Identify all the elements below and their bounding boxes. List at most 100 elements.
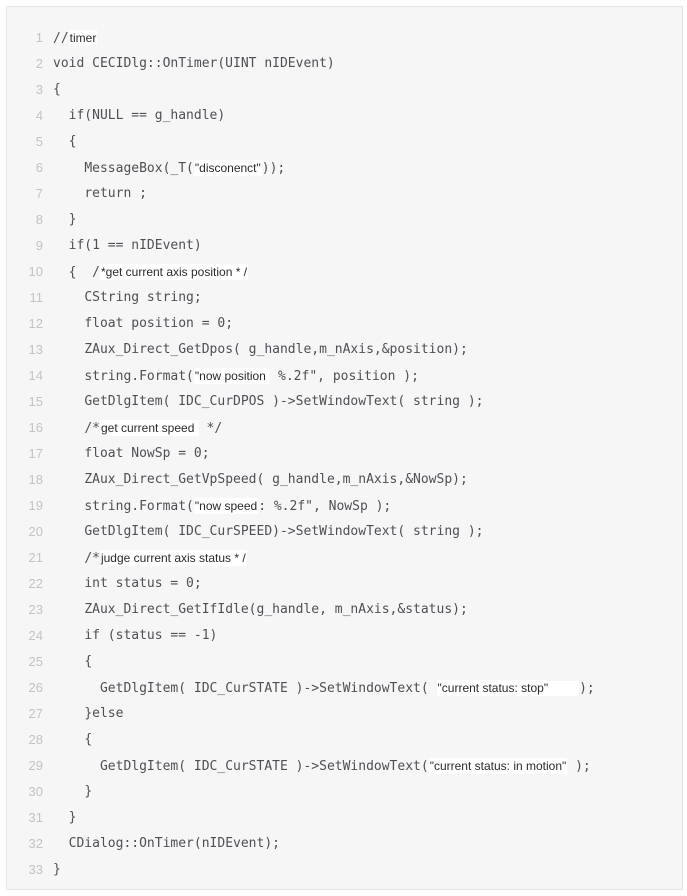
code-indent <box>53 108 69 123</box>
translated-text: "current status: stop" <box>436 680 550 696</box>
code-text: GetDlgItem( IDC_CurSTATE )->SetWindowTex… <box>53 753 591 780</box>
code-indent <box>53 836 69 851</box>
code-token: %.2f", position ); <box>270 369 419 384</box>
code-indent <box>53 446 84 461</box>
code-token: ZAux_Direct_GetDpos( g_handle,m_nAxis,&p… <box>84 342 468 357</box>
code-text: string.Format("now speed: %.2f", NowSp )… <box>53 493 391 520</box>
code-line: 20 GetDlgItem( IDC_CurSPEED)->SetWindowT… <box>7 519 682 545</box>
code-indent <box>53 706 84 721</box>
code-line: 15 GetDlgItem( IDC_CurDPOS )->SetWindowT… <box>7 389 682 415</box>
line-number: 20 <box>28 524 43 539</box>
code-indent <box>53 472 84 487</box>
line-number: 24 <box>28 628 43 643</box>
code-indent <box>53 602 84 617</box>
code-token: string.Format( <box>84 499 194 514</box>
code-line: 8 } <box>7 207 682 233</box>
line-number: 4 <box>35 108 43 123</box>
code-line: 32 CDialog::OnTimer(nIDEvent); <box>7 831 682 857</box>
line-number: 13 <box>28 342 43 357</box>
code-line: 17 float NowSp = 0; <box>7 441 682 467</box>
code-text: ZAux_Direct_GetVpSpeed( g_handle,m_nAxis… <box>53 467 468 493</box>
code-text: return ; <box>53 181 147 207</box>
code-line: 24 if (status == -1) <box>7 623 682 649</box>
line-number: 21 <box>28 550 43 565</box>
translated-text: judge current axis status * / <box>99 550 247 566</box>
code-text: { <box>53 129 77 155</box>
code-line: 28 { <box>7 727 682 753</box>
translated-text: timer <box>68 30 98 46</box>
line-number: 19 <box>28 498 43 513</box>
line-number: 23 <box>28 602 43 617</box>
code-text: if (status == -1) <box>53 623 217 649</box>
code-text: { <box>53 77 61 103</box>
code-token: float position = 0; <box>84 316 234 331</box>
line-number: 11 <box>29 290 44 305</box>
code-token: } <box>53 862 61 877</box>
line-number: 16 <box>28 420 43 435</box>
code-token: if(NULL == g_handle) <box>68 108 226 123</box>
code-token: if(1 == nIDEvent) <box>68 238 202 253</box>
code-token: { / <box>68 265 100 280</box>
code-token: void CECIDlg::OnTimer(UINT nIDEvent) <box>53 56 335 71</box>
line-number: 14 <box>28 368 43 383</box>
code-indent <box>53 732 84 747</box>
code-line: 22 int status = 0; <box>7 571 682 597</box>
line-number: 30 <box>28 784 43 799</box>
code-text: string.Format("now position %.2f", posit… <box>53 363 419 390</box>
code-token: MessageBox(_T( <box>84 161 194 176</box>
code-line: 4 if(NULL == g_handle) <box>7 103 682 129</box>
line-number: 15 <box>28 394 43 409</box>
code-text: float position = 0; <box>53 311 233 337</box>
code-indent <box>53 654 84 669</box>
line-number: 6 <box>35 160 43 175</box>
code-line: 14 string.Format("now position %.2f", po… <box>7 363 682 389</box>
code-token: float NowSp = 0; <box>84 446 210 461</box>
code-line: 31 } <box>7 805 682 831</box>
code-line: 19 string.Format("now speed: %.2f", NowS… <box>7 493 682 519</box>
code-token: GetDlgItem( IDC_CurSTATE )->SetWindowTex… <box>99 681 437 696</box>
line-number: 29 <box>28 758 43 773</box>
code-line: 5 { <box>7 129 682 155</box>
code-token: GetDlgItem( IDC_CurSTATE )->SetWindowTex… <box>99 759 429 774</box>
code-text: //timer <box>53 25 98 52</box>
code-text: if(1 == nIDEvent) <box>53 233 202 259</box>
code-text: float NowSp = 0; <box>53 441 210 467</box>
code-indent <box>53 369 84 384</box>
code-text: } <box>53 805 77 831</box>
code-text: void CECIDlg::OnTimer(UINT nIDEvent) <box>53 51 335 77</box>
code-indent <box>53 316 84 331</box>
code-text: GetDlgItem( IDC_CurSTATE )->SetWindowTex… <box>53 675 595 702</box>
code-line: 13 ZAux_Direct_GetDpos( g_handle,m_nAxis… <box>7 337 682 363</box>
line-number: 26 <box>28 680 43 695</box>
code-text: if(NULL == g_handle) <box>53 103 226 129</box>
line-number: 27 <box>28 706 43 721</box>
code-indent <box>53 499 84 514</box>
code-token: */ <box>198 421 223 436</box>
line-number: 9 <box>35 238 43 253</box>
code-text: { <box>53 727 92 753</box>
line-number: 22 <box>28 576 43 591</box>
code-indent <box>53 759 100 774</box>
line-number: 18 <box>28 472 43 487</box>
code-line: 30 } <box>7 779 682 805</box>
translated-text: "current status: in motion" <box>428 758 568 774</box>
code-line: 18 ZAux_Direct_GetVpSpeed( g_handle,m_nA… <box>7 467 682 493</box>
code-line: 3{ <box>7 77 682 103</box>
code-token: } <box>68 212 77 227</box>
code-indent <box>53 134 69 149</box>
line-number: 12 <box>28 316 43 331</box>
code-text: } <box>53 207 77 233</box>
code-line: 11 CString string; <box>7 285 682 311</box>
code-token: /* <box>84 551 100 566</box>
code-token: { <box>68 134 77 149</box>
code-token: : %.2f", NowSp ); <box>258 499 392 514</box>
code-text: } <box>53 857 61 883</box>
code-token: )); <box>261 161 286 176</box>
code-text: GetDlgItem( IDC_CurSPEED)->SetWindowText… <box>53 519 483 545</box>
code-text: int status = 0; <box>53 571 201 597</box>
code-text: ZAux_Direct_GetIfIdle(g_handle, m_nAxis,… <box>53 597 468 623</box>
code-indent <box>53 290 84 305</box>
line-number: 2 <box>35 56 43 71</box>
